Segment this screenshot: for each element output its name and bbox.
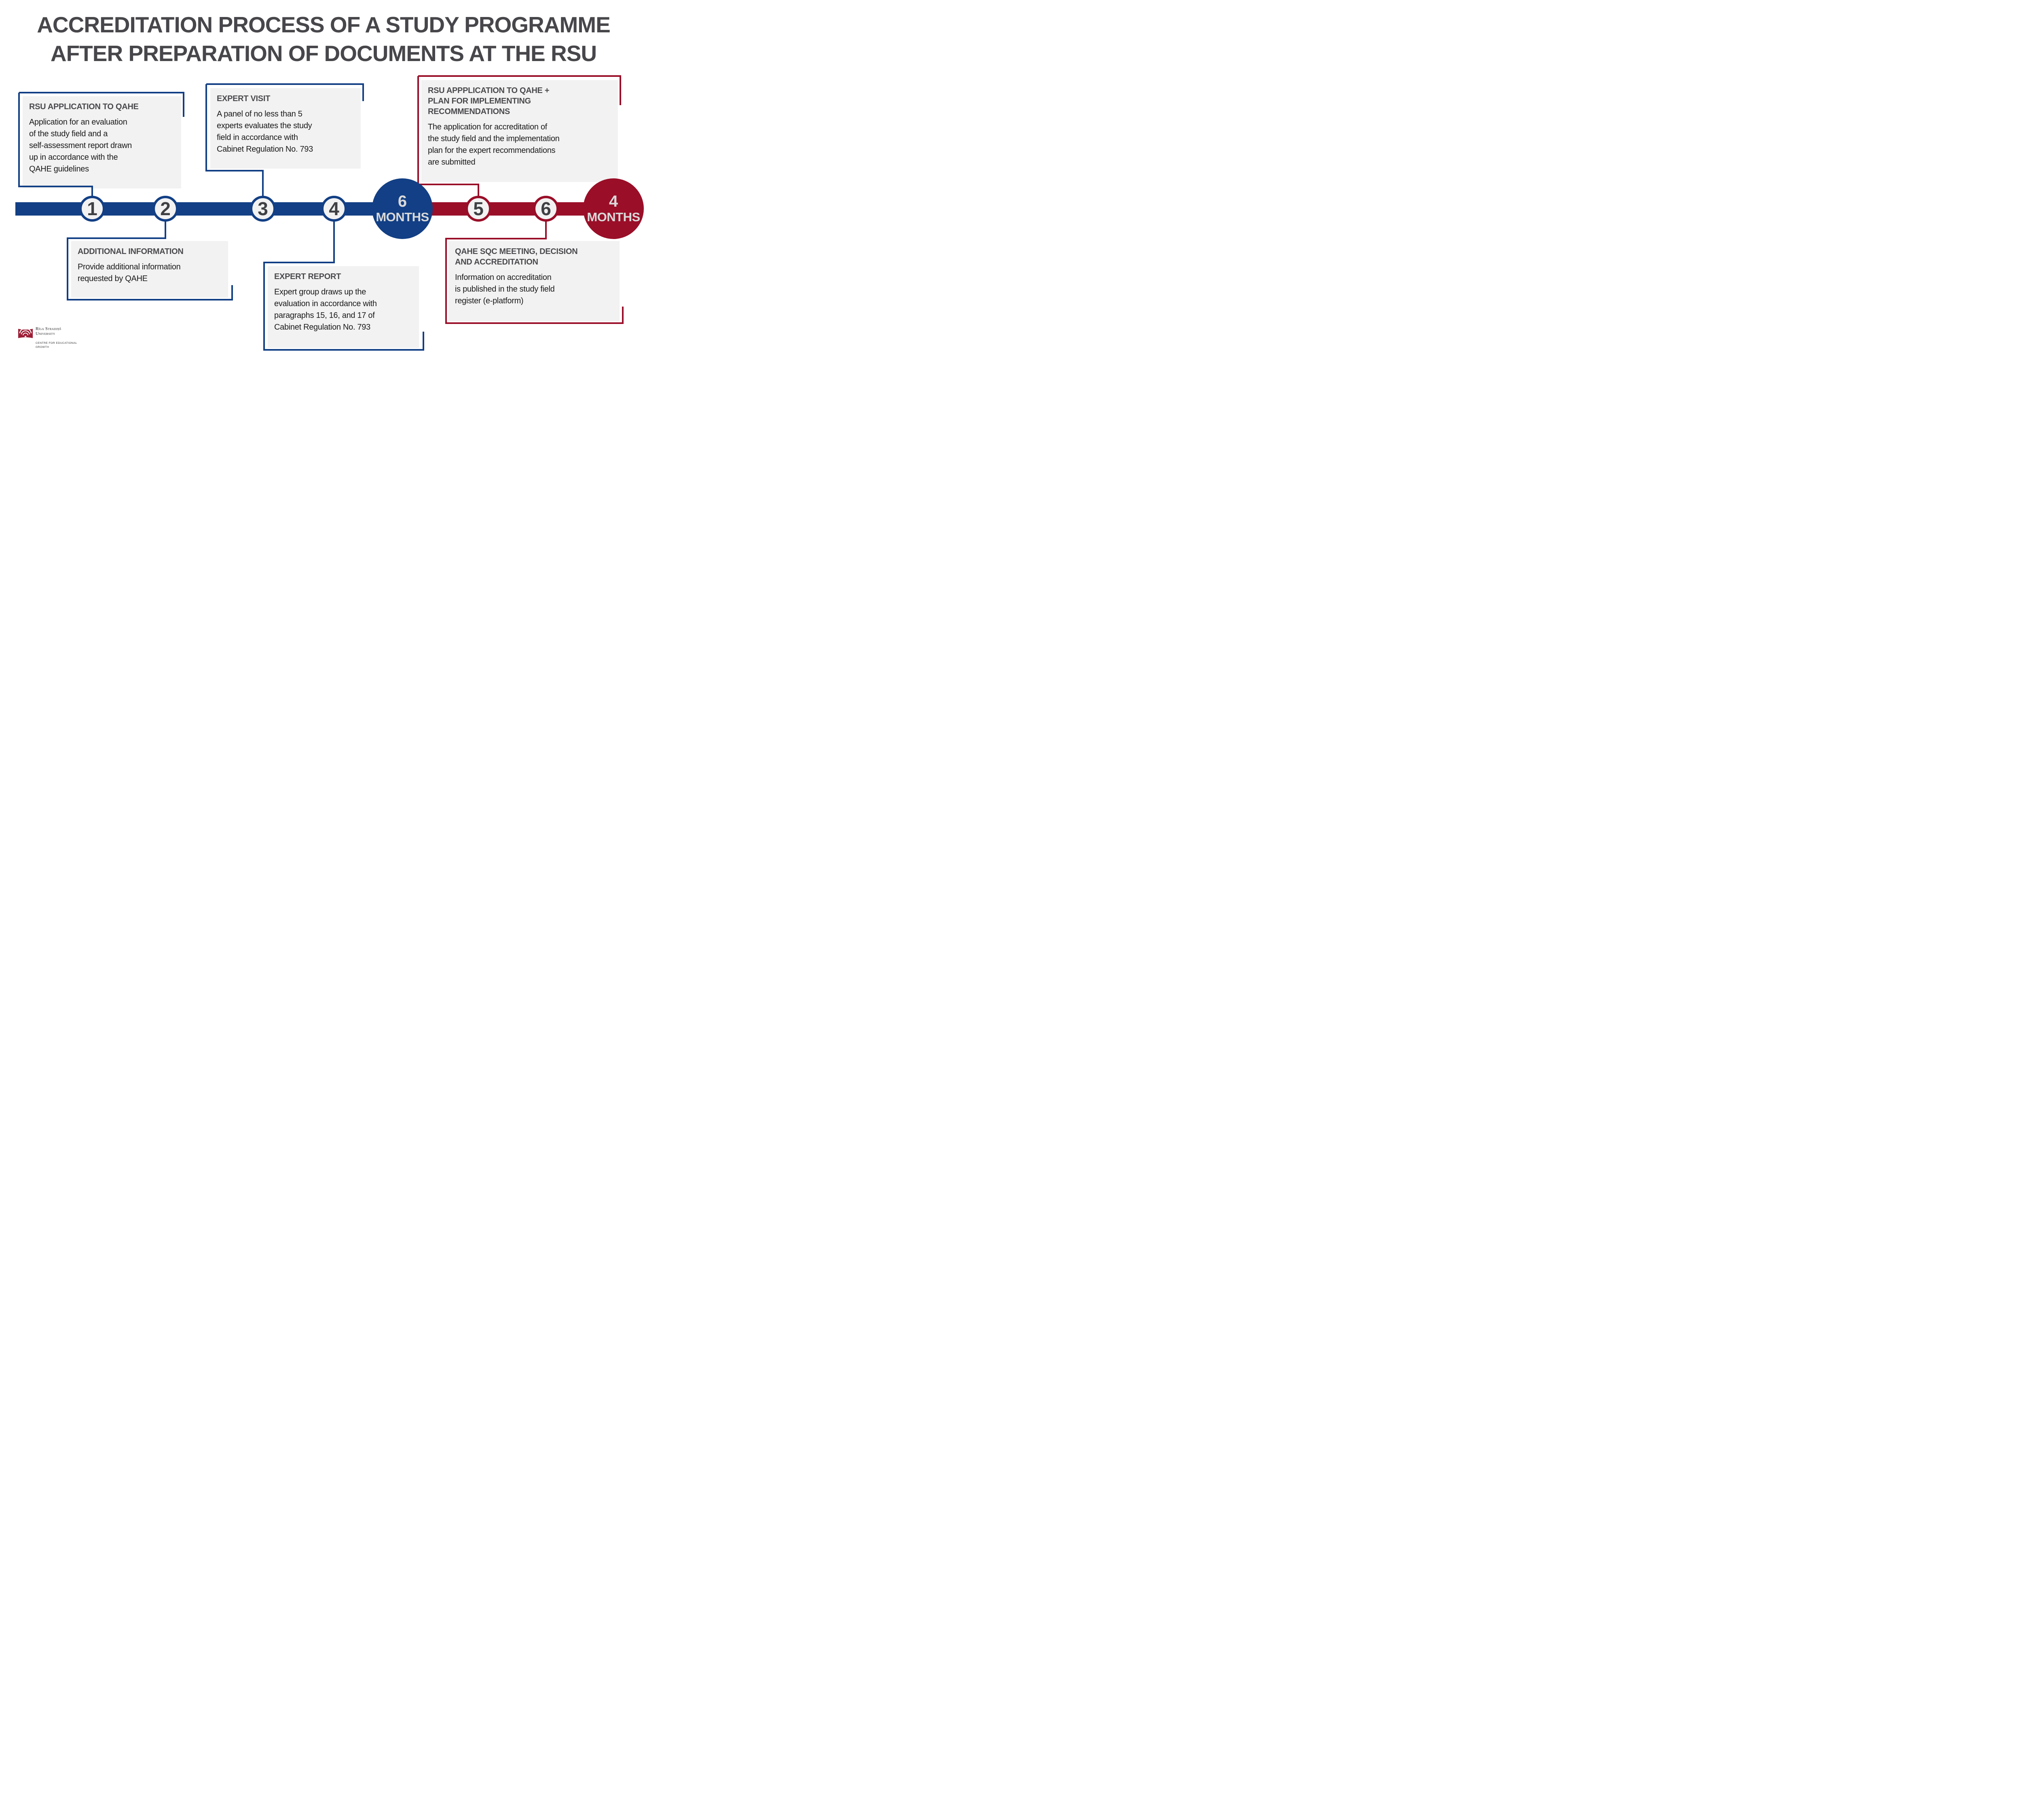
timeline-step-6: 6 bbox=[533, 196, 559, 222]
milestone-unit: MONTHS bbox=[587, 210, 640, 224]
process-card-title: RSU APPLICATION TO QAHE bbox=[29, 102, 139, 111]
page-title-line2: AFTER PREPARATION OF DOCUMENTS AT THE RS… bbox=[50, 41, 597, 66]
process-card-body: Information on accreditation is publishe… bbox=[455, 273, 555, 305]
infographic-canvas: ACCREDITATION PROCESS OF A STUDY PROGRAM… bbox=[0, 0, 647, 364]
process-card-title: RSU APPPLICATION TO QAHE + PLAN FOR IMPL… bbox=[428, 86, 550, 116]
timeline-step-1: 1 bbox=[79, 196, 105, 222]
milestone-4-months: 4 MONTHS bbox=[583, 178, 644, 239]
process-card-qahe-decision: QAHE SQC MEETING, DECISION AND ACCREDITA… bbox=[448, 241, 620, 321]
timeline-step-5: 5 bbox=[465, 196, 491, 222]
process-card-title: EXPERT VISIT bbox=[217, 94, 270, 103]
rsu-logo-department: CENTRE FOR EDUCATIONAL GROWTH bbox=[36, 341, 77, 349]
process-card-application-plan: RSU APPPLICATION TO QAHE + PLAN FOR IMPL… bbox=[421, 80, 618, 182]
milestone-6-months: 6 MONTHS bbox=[372, 178, 433, 239]
process-card-additional-information: ADDITIONAL INFORMATION Provide additiona… bbox=[71, 241, 228, 298]
timeline-step-2: 2 bbox=[152, 196, 178, 222]
page-title-line1: ACCREDITATION PROCESS OF A STUDY PROGRAM… bbox=[37, 12, 611, 37]
process-card-expert-report: EXPERT REPORT Expert group draws up the … bbox=[268, 266, 419, 348]
process-card-title: QAHE SQC MEETING, DECISION AND ACCREDITA… bbox=[455, 247, 578, 267]
process-card-body: Application for an evaluation of the stu… bbox=[29, 118, 132, 174]
milestone-value: 4 bbox=[609, 193, 618, 210]
rsu-logo-name: Rīga Stradiņš University bbox=[36, 327, 61, 336]
timeline-step-4: 4 bbox=[321, 196, 347, 222]
process-card-body: The application for accreditation of the… bbox=[428, 123, 560, 167]
rsu-logo-dept-line1: CENTRE FOR EDUCATIONAL bbox=[36, 342, 77, 345]
milestone-unit: MONTHS bbox=[376, 210, 429, 224]
page-title: ACCREDITATION PROCESS OF A STUDY PROGRAM… bbox=[0, 11, 647, 68]
rsu-logo-dept-line2: GROWTH bbox=[36, 346, 49, 349]
process-card-expert-visit: EXPERT VISIT A panel of no less than 5 e… bbox=[210, 88, 361, 169]
process-card-body: Provide additional information requested… bbox=[78, 262, 181, 283]
process-card-title: ADDITIONAL INFORMATION bbox=[78, 247, 184, 256]
rsu-logo-name-line1: Rīga Stradiņš bbox=[36, 327, 61, 331]
process-card-rsu-application: RSU APPLICATION TO QAHE Application for … bbox=[23, 96, 181, 188]
timeline-step-3: 3 bbox=[250, 196, 276, 222]
rsu-logo-mark-icon bbox=[18, 328, 33, 338]
process-card-body: Expert group draws up the evaluation in … bbox=[274, 288, 377, 332]
milestone-value: 6 bbox=[398, 193, 407, 210]
rsu-logo-name-line2: University bbox=[36, 332, 55, 336]
process-card-body: A panel of no less than 5 experts evalua… bbox=[217, 110, 313, 154]
process-card-title: EXPERT REPORT bbox=[274, 272, 341, 281]
